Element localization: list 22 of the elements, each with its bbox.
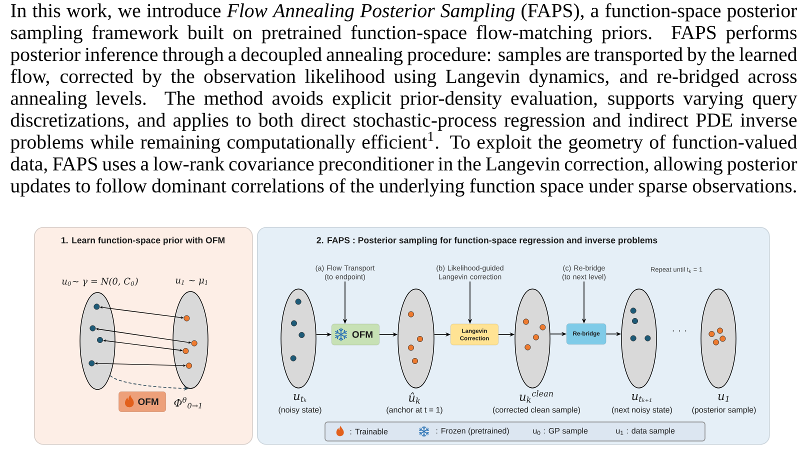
math-label: û$_{k}$ bbox=[408, 392, 420, 404]
panel-title: 1. Learn function-space prior with OFM bbox=[62, 236, 224, 246]
math-label: u$_{1}$ bbox=[718, 394, 728, 402]
process-box: OFM bbox=[118, 392, 166, 412]
ellipsis: · · · bbox=[672, 330, 686, 332]
legend-text: u$_{1}$ : data sample bbox=[616, 428, 675, 436]
legend-text: : Trainable bbox=[350, 428, 388, 434]
math-label: u$_{0}$∼ γ = N(0, C$_{0}$) bbox=[62, 278, 138, 286]
node-label: (posterior sample) bbox=[692, 406, 756, 414]
node-label: (corrected clean sample) bbox=[492, 406, 580, 414]
legend-text: u$_{0}$ : GP sample bbox=[533, 428, 588, 436]
math-label: u$_{1}$ ∼ μ$_{1}$ bbox=[176, 278, 208, 286]
process-box: OFM bbox=[332, 324, 380, 346]
node-label: (next noisy state) bbox=[612, 406, 672, 414]
math-label: u$_{k}$clean bbox=[520, 390, 553, 403]
paragraph: In this work, we introduce Flow Annealing Posterior Sampling (FAPS), a function-space posterior sampling framework built on pretrained function-space flow-matching priors. FAPS performs posterior inference through a decoupled annealing procedure: samples are transported by the learned flow, corrected by the observation likelihood using Langevin dynamics, and re-bridged across annealing levels. The method avoids explicit prior-density evaluation, supports varying query discretizations, and applies to both direct stochastic-process regression and indirect PDE inverse problems while remaining computationally efficient$^{1}$. To exploit the geometry of function-valued data, FAPS uses a low-rank covariance preconditioner in the Langevin correction, allowing posterior updates to follow dominant correlations of the underlying function space under sparse observations. bbox=[10, 3, 798, 197]
math-label: u$_{tₖ}$ bbox=[294, 394, 306, 402]
legend-text: : Frozen (pretrained) bbox=[436, 428, 509, 436]
math-label: u$_{tₖ₊₁}$ bbox=[632, 394, 652, 402]
panel-title: 2. FAPS : Posterior sampling for function-space regression and inverse problems bbox=[316, 236, 658, 246]
node-label: (anchor at t = 1) bbox=[386, 406, 442, 414]
node-label: (noisy state) bbox=[278, 406, 322, 414]
